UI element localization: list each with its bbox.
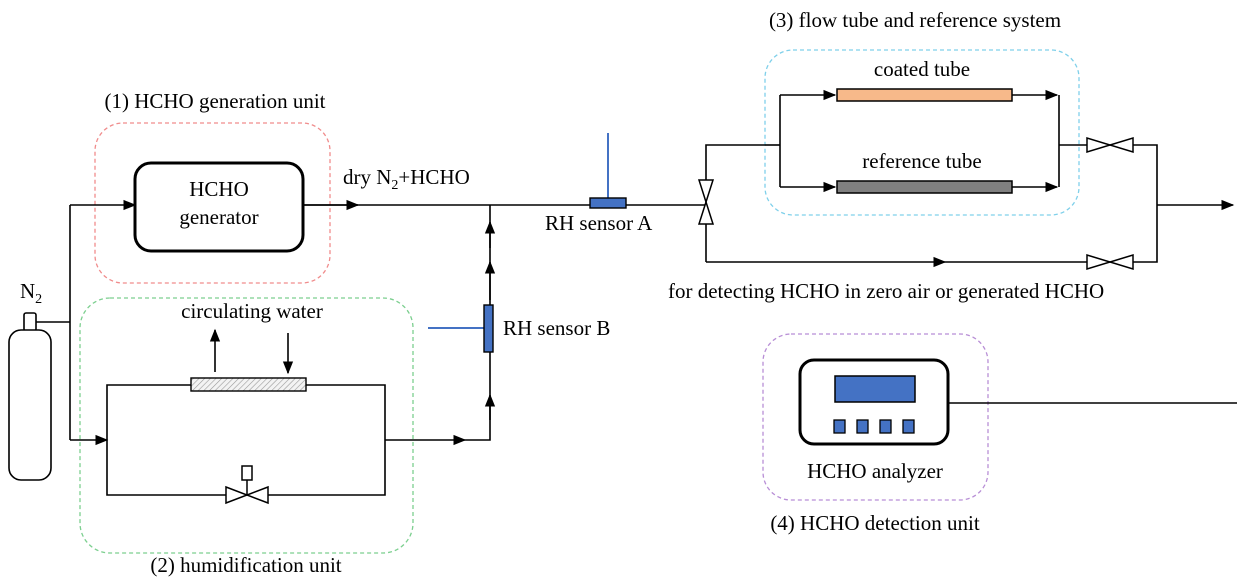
generation-unit-title: (1) HCHO generation unit [104,89,325,113]
split-valve [697,179,715,225]
needle-valve [225,465,269,505]
valve-up-line [705,144,765,180]
analyzer-label: HCHO analyzer [807,459,943,483]
bypass-note: for detecting HCHO in zero air or genera… [668,279,1104,303]
n2-cylinder [8,312,52,481]
generator-label-line1: HCHO [189,177,249,201]
generation-unit-box [94,122,331,284]
rh-sensor-a [589,197,627,209]
humidifier-membrane [190,377,307,392]
circulating-water-label: circulating water [181,299,323,323]
flow-tube-unit-title: (3) flow tube and reference system [769,8,1061,32]
rh-sensor-a-label: RH sensor A [545,211,653,235]
bypass-outlet-valve [1086,253,1134,271]
reference-tube-label: reference tube [862,149,982,173]
analyzer-button-4 [902,419,915,434]
hcho-generator-box [133,161,305,253]
generator-label-line2: generator [179,205,258,229]
rh-sensor-b [483,304,494,353]
humidification-unit-title: (2) humidification unit [150,553,341,577]
analyzer-button-2 [856,419,869,434]
coated-tube-label: coated tube [874,57,970,81]
dry-flow-label: dry N2+HCHO [343,165,470,193]
coated-tube [836,88,1013,102]
rh-sensor-b-label: RH sensor B [503,316,610,340]
analyzer-screen [834,375,916,403]
n2-label: N2 [20,279,42,307]
humidification-unit-box [79,297,414,554]
tube-outlet-valve [1086,136,1134,154]
detection-unit-title: (4) HCHO detection unit [770,511,980,535]
analyzer-button-3 [879,419,892,434]
tube-valve-to-merge [1133,144,1158,263]
analyzer-button-1 [833,419,846,434]
detection-unit-box [762,333,989,501]
flow-tube-unit-box [764,49,1080,216]
reference-tube [836,180,1013,194]
